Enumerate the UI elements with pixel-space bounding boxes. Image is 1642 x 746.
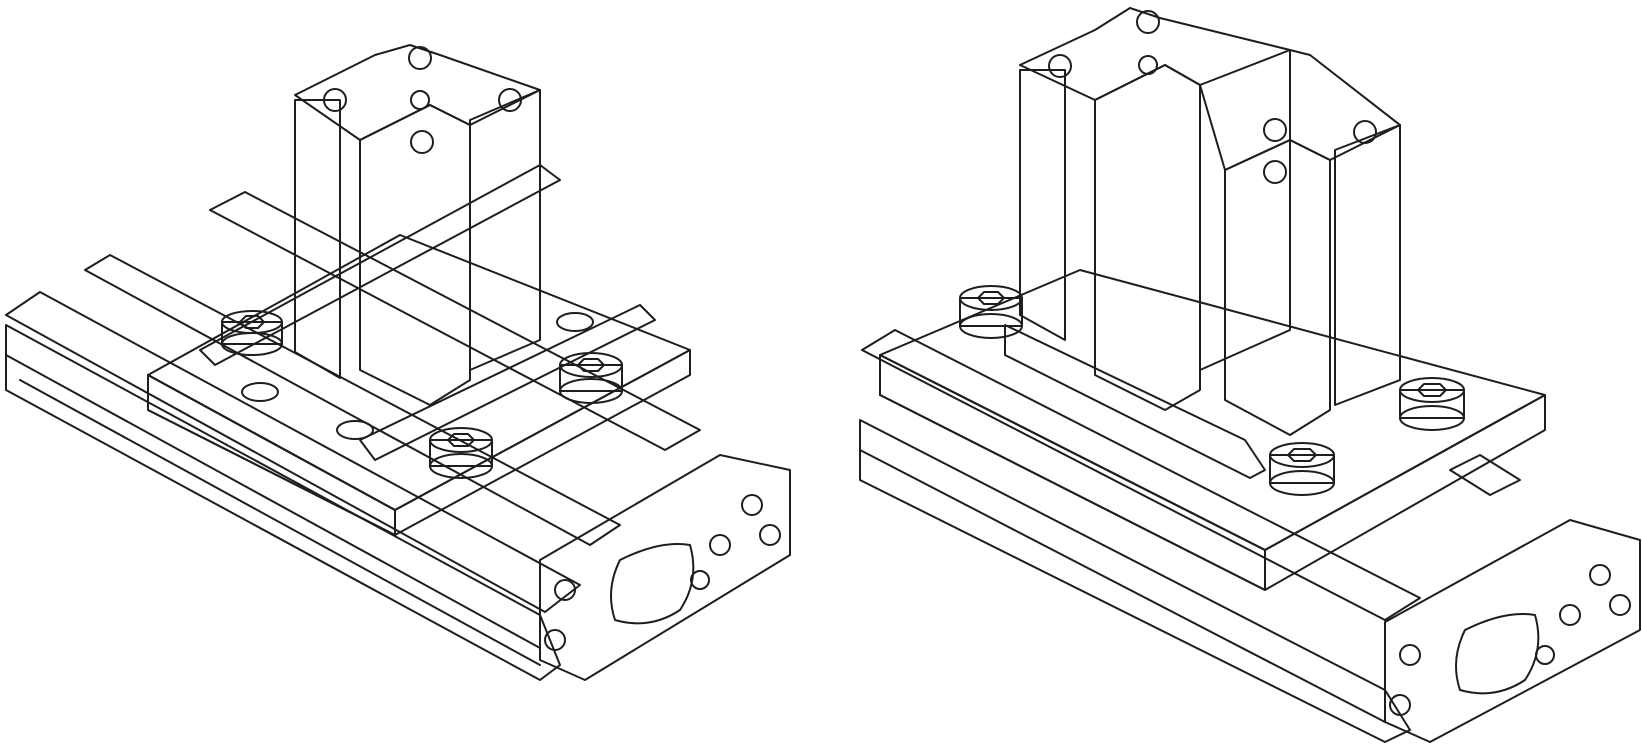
- bolt-right-2: [1269, 442, 1335, 496]
- mounting-plate-right: [879, 269, 1546, 591]
- upright-profile-right: [1019, 7, 1401, 436]
- bolt-right-3: [1399, 377, 1465, 431]
- base-profile-right-end-face: [1384, 519, 1641, 743]
- bolt-left-3: [559, 352, 623, 404]
- bolt-left-1: [221, 310, 283, 356]
- mounting-plate-left: [147, 164, 691, 536]
- bolt-right-1: [959, 285, 1023, 339]
- assembly-left: [5, 44, 791, 681]
- base-profile-left-end-face: [539, 454, 791, 681]
- bolt-left-2: [429, 427, 493, 479]
- assembly-right: [859, 7, 1641, 743]
- base-profile-right: [859, 329, 1641, 743]
- base-profile-left: [5, 191, 791, 681]
- upright-profile-left: [294, 44, 541, 406]
